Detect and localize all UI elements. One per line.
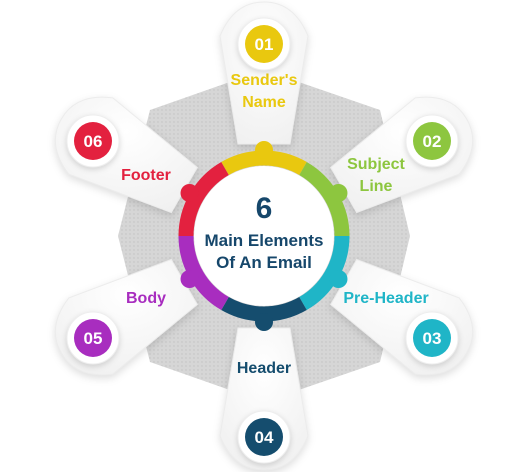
number-badge-03: 03 bbox=[405, 311, 459, 365]
center-number: 6 bbox=[256, 192, 273, 225]
ring-notch-06 bbox=[180, 184, 199, 202]
element-label-05: Body bbox=[126, 290, 166, 307]
svg-text:02: 02 bbox=[423, 132, 442, 151]
element-label-06: Footer bbox=[121, 167, 171, 184]
svg-text:04: 04 bbox=[255, 428, 274, 447]
ring-notch-01 bbox=[255, 141, 273, 159]
center-line-2: Of An Email bbox=[216, 253, 312, 272]
number-badge-05: 05 bbox=[66, 311, 120, 365]
svg-text:06: 06 bbox=[84, 132, 103, 151]
number-badge-01: 01 bbox=[237, 17, 291, 71]
center-disc bbox=[194, 166, 334, 306]
number-badges: 01 02 03 04 05 06 bbox=[66, 17, 459, 464]
svg-text:05: 05 bbox=[84, 329, 103, 348]
center-title: 6 Main Elements Of An Email bbox=[204, 192, 323, 272]
ring-notch-02 bbox=[329, 184, 348, 202]
ring-notch-04 bbox=[255, 313, 273, 331]
element-label-03: Pre-Header bbox=[343, 290, 428, 307]
center-ring bbox=[178, 141, 350, 331]
number-badge-06: 06 bbox=[66, 114, 120, 168]
ring-notch-05 bbox=[180, 270, 199, 288]
ring-notch-03 bbox=[329, 270, 348, 288]
number-badge-02: 02 bbox=[405, 114, 459, 168]
center-line-1: Main Elements bbox=[204, 231, 323, 250]
svg-text:01: 01 bbox=[255, 35, 274, 54]
svg-text:03: 03 bbox=[423, 329, 442, 348]
number-badge-04: 04 bbox=[237, 410, 291, 464]
element-label-04: Header bbox=[237, 360, 291, 377]
